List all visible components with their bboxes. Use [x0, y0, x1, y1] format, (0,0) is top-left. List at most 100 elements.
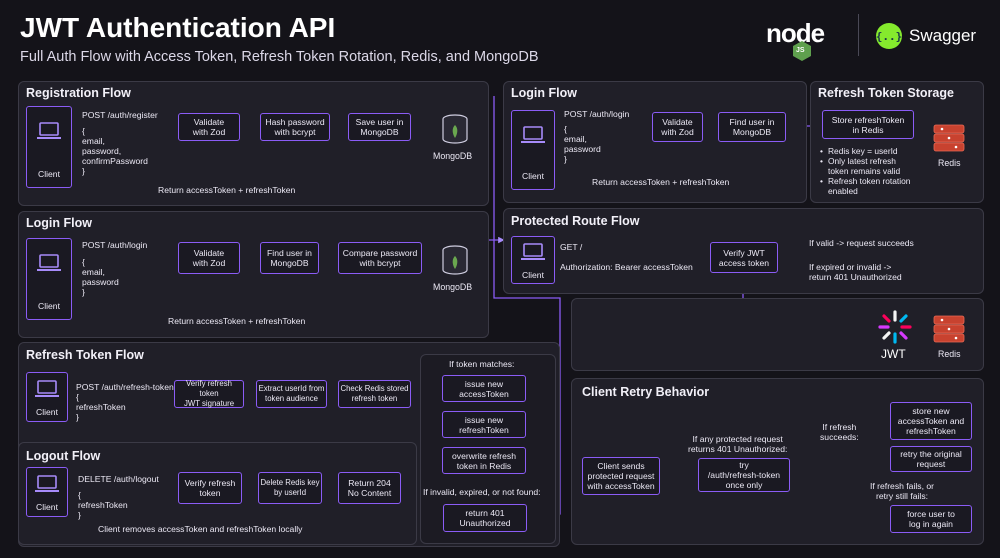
client-label: Client — [38, 301, 60, 311]
redis-label: Redis — [938, 349, 961, 359]
swagger-logo: {..} Swagger — [875, 22, 995, 50]
validate-zod-box: Validate with Zod — [178, 113, 240, 141]
node-logo-text: node — [766, 18, 825, 48]
compare-password-box: Compare password with bcrypt — [338, 242, 422, 274]
if-invalid-protected-label: If expired or invalid -> return 401 Unau… — [809, 262, 902, 282]
laptop-icon — [35, 475, 59, 492]
check-redis-box: Check Redis stored refresh token — [338, 380, 411, 408]
jwt-label: JWT — [881, 347, 906, 361]
swagger-logo-text: Swagger — [909, 26, 977, 45]
force-login-box: force user to log in again — [890, 505, 972, 533]
logout-request-body: { refreshToken } — [78, 490, 128, 520]
login-request-body: { email, password } — [82, 257, 119, 297]
logout-response: Client removes accessToken and refreshTo… — [98, 524, 303, 534]
login-find-user-box: Find user in MongoDB — [260, 242, 319, 274]
login-client: Client — [26, 238, 72, 320]
nodejs-logo: node JS — [762, 18, 842, 62]
registration-flow-title: Registration Flow — [26, 86, 131, 100]
laptop-icon — [521, 126, 545, 143]
logout-request-label: DELETE /auth/logout — [78, 474, 159, 484]
redis-icon — [933, 124, 965, 152]
return-204-box: Return 204 No Content — [338, 472, 401, 504]
client-label: Client — [522, 270, 544, 280]
node-js-badge: JS — [796, 47, 805, 54]
client-label: Client — [522, 171, 544, 181]
registration-request-body: { email, password, confirmPassword } — [82, 126, 148, 176]
logout-flow-title: Logout Flow — [26, 449, 101, 463]
issue-access-token-box: issue new accessToken — [442, 375, 526, 402]
hash-password-box: Hash password with bcrypt — [260, 113, 330, 141]
client-label: Client — [36, 407, 58, 417]
extract-userid-box: Extract userId from token audience — [256, 380, 327, 408]
login-right-validate-box: Validate with Zod — [652, 112, 703, 142]
overwrite-refresh-box: overwrite refresh token in Redis — [442, 447, 526, 474]
database-icon — [442, 114, 468, 144]
laptop-icon — [37, 254, 61, 271]
login-right-request-body: { email, password } — [564, 124, 601, 164]
laptop-icon — [37, 122, 61, 139]
protected-request-label: GET / — [560, 242, 583, 252]
verify-jwt-box: Verify JWT access token — [710, 242, 778, 273]
login-right-client: Client — [511, 110, 555, 190]
verify-refresh-signature-box: Verify refresh token JWT signature — [174, 379, 244, 408]
login-flow-title: Login Flow — [26, 216, 92, 230]
store-refresh-token-box: Store refreshToken in Redis — [822, 110, 914, 139]
protected-route-title: Protected Route Flow — [511, 214, 640, 228]
svg-text:{..}: {..} — [876, 30, 903, 43]
login-request-label: POST /auth/login — [82, 240, 148, 250]
database-icon — [442, 245, 468, 275]
jwt-redis-panel — [571, 298, 984, 371]
retry-original-box: retry the original request — [890, 446, 972, 472]
laptop-icon — [521, 243, 545, 260]
return-401-box: return 401 Unauthorized — [443, 504, 527, 532]
client-label: Client — [38, 169, 60, 179]
client-label: Client — [36, 502, 58, 512]
login-response: Return accessToken + refreshToken — [168, 316, 306, 326]
delete-redis-key-box: Delete Redis key by userId — [258, 472, 322, 504]
if-refresh-fails-label: If refresh fails, or retry still fails: — [870, 481, 934, 501]
login-validate-box: Validate with Zod — [178, 242, 240, 274]
refresh-client: Client — [26, 372, 68, 422]
protected-header-label: Authorization: Bearer accessToken — [560, 262, 693, 272]
if-any-401-label: If any protected request returns 401 Una… — [688, 434, 788, 454]
if-token-matches-label: If token matches: — [449, 359, 515, 369]
refresh-request-label: POST /auth/refresh-token — [76, 382, 174, 392]
logout-client: Client — [26, 467, 68, 517]
store-new-tokens-box: store new accessToken and refreshToken — [890, 402, 972, 440]
redis-label: Redis — [938, 158, 961, 168]
storage-bullets: Redis key = userId Only latest refresh t… — [820, 146, 916, 196]
refresh-token-flow-title: Refresh Token Flow — [26, 348, 144, 362]
login-right-request-label: POST /auth/login — [564, 109, 630, 119]
laptop-icon — [35, 380, 59, 397]
storage-bullet: Only latest refresh token remains valid — [820, 156, 916, 176]
if-refresh-succeeds-label: If refresh succeeds: — [820, 422, 859, 442]
storage-bullet: Redis key = userId — [820, 146, 916, 156]
issue-refresh-token-box: issue new refreshToken — [442, 411, 526, 438]
redis-icon — [933, 315, 965, 343]
jwt-icon — [878, 310, 912, 344]
swagger-icon: {..} — [876, 23, 903, 49]
hexagon-icon — [793, 41, 811, 61]
login-flow-right-title: Login Flow — [511, 86, 577, 100]
if-invalid-label: If invalid, expired, or not found: — [423, 487, 541, 497]
if-valid-label: If valid -> request succeeds — [809, 238, 914, 248]
registration-client: Client — [26, 106, 72, 188]
registration-request-label: POST /auth/register — [82, 110, 158, 120]
page-subtitle: Full Auth Flow with Access Token, Refres… — [20, 49, 539, 65]
login-right-response: Return accessToken + refreshToken — [592, 177, 730, 187]
registration-response: Return accessToken + refreshToken — [158, 185, 296, 195]
try-refresh-box: try /auth/refresh-token once only — [698, 458, 790, 492]
storage-bullet: Refresh token rotation enabled — [820, 176, 916, 196]
client-sends-box: Client sends protected request with acce… — [582, 457, 660, 495]
refresh-token-storage-title: Refresh Token Storage — [818, 86, 954, 100]
save-user-box: Save user in MongoDB — [348, 113, 411, 141]
mongodb-label: MongoDB — [433, 151, 473, 161]
login-right-find-box: Find user in MongoDB — [718, 112, 786, 142]
client-retry-title: Client Retry Behavior — [582, 385, 710, 399]
mongodb-label: MongoDB — [433, 282, 473, 292]
registration-flow-panel — [18, 81, 489, 206]
page-title: JWT Authentication API — [20, 12, 336, 43]
logo-divider — [858, 14, 859, 56]
login-flow-panel — [18, 211, 489, 338]
refresh-request-body: { refreshToken } — [76, 392, 126, 422]
